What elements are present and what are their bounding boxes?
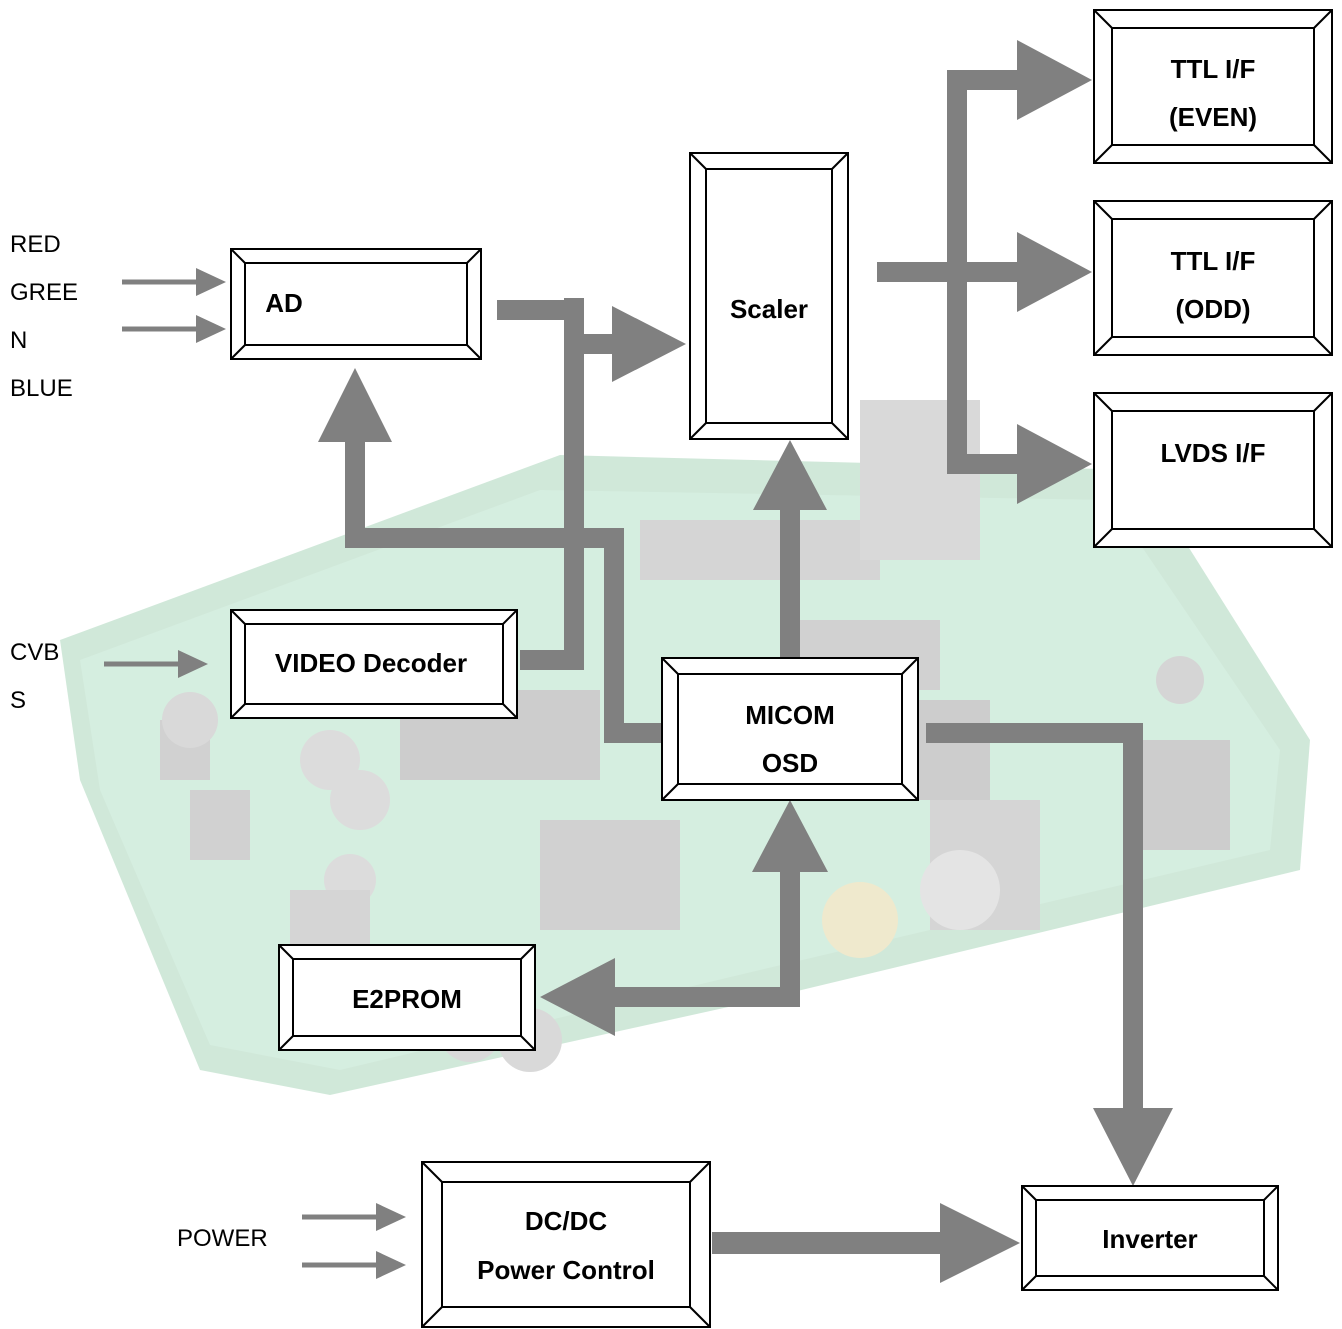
ttl-odd-block-bevel-2 [1093, 336, 1113, 356]
lvds-arrowhead [1017, 424, 1092, 504]
ad-block-inner-frame [244, 262, 468, 346]
ttl-even-block-bevel-3 [1313, 144, 1333, 164]
micom-block-bevel-1 [901, 657, 919, 675]
ttl-even-arrowhead [1017, 40, 1092, 120]
inverter-block-bevel-2 [1021, 1275, 1037, 1291]
e2prom-block [278, 944, 536, 1051]
block-labels: AD Scaler TTL I/F (EVEN) TTL I/F (ODD) L… [265, 54, 1265, 1285]
video-decoder-block-bevel-2 [230, 703, 246, 719]
rgb-input-arrow-2 [122, 315, 226, 343]
ad-to-scaler-arrow [497, 300, 625, 354]
blocks-layer [230, 9, 1333, 1328]
video-decoder-label: VIDEO Decoder [275, 648, 467, 678]
video-decoder-block-bevel-3 [502, 703, 518, 719]
dcdc-block-bevel-0 [421, 1161, 443, 1183]
e2prom-block-inner-frame [292, 958, 522, 1037]
ttl-odd-block-bevel-0 [1093, 200, 1113, 220]
video-decoder-block-bevel-1 [502, 609, 518, 625]
ttl-odd-block-bevel-1 [1313, 200, 1333, 220]
inverter-block [1021, 1185, 1279, 1291]
inverter-block-bevel-3 [1263, 1275, 1279, 1291]
ttl-even-block-bevel-2 [1093, 144, 1113, 164]
lvds-block [1093, 392, 1333, 548]
scaler-block-bevel-3 [831, 422, 849, 440]
lvds-block-bevel-0 [1093, 392, 1113, 412]
ttl-odd-label-line1: TTL I/F [1171, 246, 1256, 276]
ad-label: AD [265, 288, 303, 318]
scaler-block-bevel-0 [689, 152, 707, 170]
micom-to-e2prom-arrow [615, 862, 800, 1007]
cvbs-label-line2: S [10, 687, 26, 714]
ad-block-bevel-2 [230, 344, 246, 360]
power-input-arrow-2 [302, 1251, 406, 1279]
ad-block-bevel-1 [466, 248, 482, 264]
micom-block-inner-frame [677, 673, 903, 785]
scaler-label: Scaler [730, 294, 808, 324]
decoder-to-scaler-path [520, 298, 584, 670]
power-input-arrow-1 [302, 1203, 406, 1231]
micom-block-bevel-3 [901, 783, 919, 801]
ttl-even-block-inner-frame [1111, 27, 1315, 146]
inverter-block-inner-frame [1035, 1199, 1265, 1277]
scaler-block [689, 152, 849, 440]
cvbs-input-arrow [104, 650, 208, 678]
power-label: POWER [177, 1225, 268, 1252]
micom-label-line1: MICOM [745, 700, 835, 730]
micom-block-bevel-0 [661, 657, 679, 675]
signal-arrows [104, 40, 1173, 1283]
video-decoder-block-inner-frame [244, 623, 504, 705]
e2prom-label: E2PROM [352, 984, 462, 1014]
dcdc-label-line1: DC/DC [525, 1206, 608, 1236]
ttl-odd-block [1093, 200, 1333, 356]
cvbs-label-line1: CVB [10, 639, 59, 666]
scaler-block-bevel-2 [689, 422, 707, 440]
rgb-label-line2: GREE [10, 279, 78, 306]
ttl-even-block-bevel-1 [1313, 9, 1333, 29]
e2prom-block-bevel-1 [520, 944, 536, 960]
rgb-label-line3: N [10, 327, 27, 354]
e2prom-block-bevel-3 [520, 1035, 536, 1051]
lvds-label: LVDS I/F [1161, 438, 1266, 468]
rgb-label-line1: RED [10, 231, 61, 258]
dcdc-block [421, 1161, 711, 1328]
ttl-even-block-bevel-0 [1093, 9, 1113, 29]
ttl-odd-block-bevel-3 [1313, 336, 1333, 356]
lvds-block-bevel-3 [1313, 528, 1333, 548]
ad-block-bevel-0 [230, 248, 246, 264]
inverter-block-bevel-0 [1021, 1185, 1037, 1201]
dcdc-block-bevel-1 [689, 1161, 711, 1183]
inverter-label: Inverter [1102, 1224, 1197, 1254]
inverter-block-bevel-1 [1263, 1185, 1279, 1201]
input-labels: RED GREE N BLUE CVB S POWER [10, 231, 268, 1252]
ad-block [230, 248, 482, 360]
video-decoder-block [230, 609, 518, 719]
micom-block [661, 657, 919, 801]
lvds-block-bevel-1 [1313, 392, 1333, 412]
ttl-odd-label-line2: (ODD) [1175, 294, 1250, 324]
ad-block-bevel-3 [466, 344, 482, 360]
e2prom-block-bevel-0 [278, 944, 294, 960]
micom-to-inverter-arrow [926, 723, 1143, 1120]
e2prom-block-bevel-2 [278, 1035, 294, 1051]
video-decoder-block-bevel-0 [230, 609, 246, 625]
micom-block-bevel-2 [661, 783, 679, 801]
rgb-label-line4: BLUE [10, 375, 73, 402]
dcdc-block-inner-frame [441, 1181, 691, 1308]
dcdc-block-bevel-3 [689, 1306, 711, 1328]
lvds-block-bevel-2 [1093, 528, 1113, 548]
ttl-odd-block-inner-frame [1111, 218, 1315, 338]
rgb-input-arrow-1 [122, 268, 226, 296]
micom-to-ad-arrow [345, 440, 662, 743]
lvds-block-inner-frame [1111, 410, 1315, 530]
dcdc-block-bevel-2 [421, 1306, 443, 1328]
ttl-even-label-line1: TTL I/F [1171, 54, 1256, 84]
micom-label-line2: OSD [762, 748, 818, 778]
dcdc-label-line2: Power Control [477, 1255, 655, 1285]
ttl-even-block [1093, 9, 1333, 164]
scaler-block-bevel-1 [831, 152, 849, 170]
scaler-block-inner-frame [705, 168, 833, 424]
ttl-even-label-line2: (EVEN) [1169, 102, 1257, 132]
ttl-odd-arrowhead [1017, 232, 1092, 312]
